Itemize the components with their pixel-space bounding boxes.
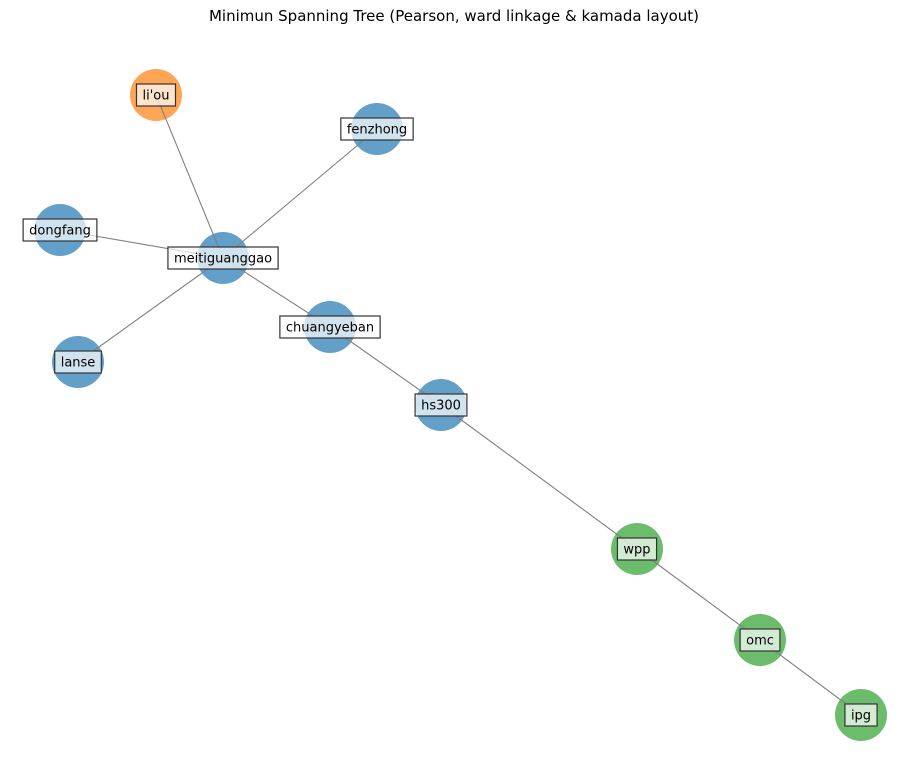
node-label-text: chuangyeban <box>286 321 374 336</box>
edge-omc-ipg <box>759 639 862 716</box>
label-box <box>844 703 878 727</box>
node-label-meitiguanggao: meitiguanggao <box>167 246 279 270</box>
node-label-lanse: lanse <box>54 350 102 374</box>
node-label-text: wpp <box>623 543 650 558</box>
edge-wpp-omc <box>636 548 761 641</box>
label-box <box>54 350 102 374</box>
label-box <box>167 246 279 270</box>
node-label-wpp: wpp <box>616 537 658 561</box>
node-label-chuangyeban: chuangyeban <box>279 315 381 339</box>
edge-hs300-wpp <box>440 404 638 550</box>
node-label-text: lanse <box>61 356 96 371</box>
node-label-fenzhong: fenzhong <box>340 117 414 141</box>
node-label-text: hs300 <box>421 399 461 414</box>
edge-lanse-meitiguanggao <box>77 257 224 363</box>
node-label-hs300: hs300 <box>414 393 468 417</box>
node-label-omc: omc <box>739 628 781 652</box>
chart-title: Minimun Spanning Tree (Pearson, ward lin… <box>208 7 700 25</box>
node-label-text: li'ou <box>143 89 170 104</box>
node-label-dongfang: dongfang <box>22 218 98 242</box>
label-box <box>616 537 658 561</box>
node-label-text: meitiguanggao <box>174 252 272 267</box>
label-box <box>340 117 414 141</box>
label-box <box>22 218 98 242</box>
node-label-text: ipg <box>851 709 871 724</box>
label-box <box>135 83 177 107</box>
label-box <box>279 315 381 339</box>
label-box <box>739 628 781 652</box>
edge-fenzhong-meitiguanggao <box>222 128 378 259</box>
node-label-ipg: ipg <box>844 703 878 727</box>
node-label-text: omc <box>746 634 774 649</box>
node-label-text: fenzhong <box>347 123 407 138</box>
edge-chuangyeban-hs300 <box>329 326 442 406</box>
edge-li-ou-meitiguanggao <box>155 94 224 259</box>
node-label-li-ou: li'ou <box>135 83 177 107</box>
node-label-text: dongfang <box>29 224 91 239</box>
label-box <box>414 393 468 417</box>
